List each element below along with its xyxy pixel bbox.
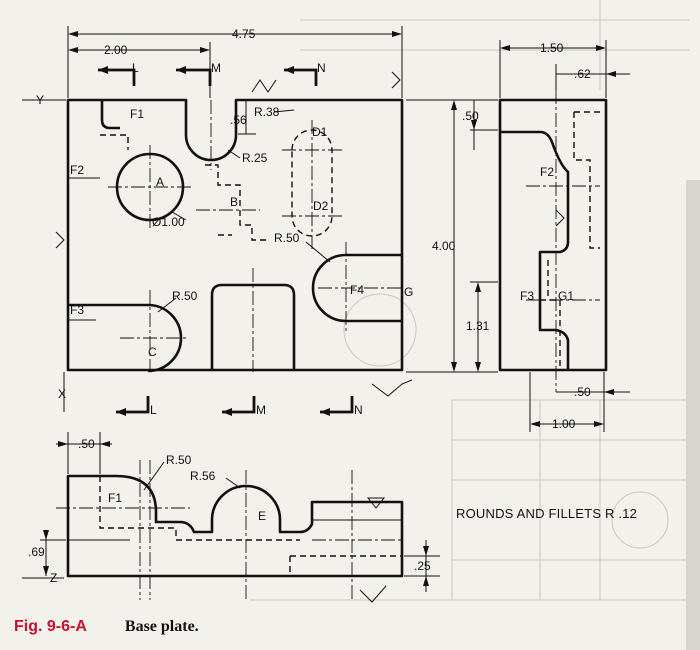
front-view [66,98,404,373]
ref-y: Y [36,93,44,107]
label-e: E [258,509,266,523]
dim-r38: R.38 [254,105,280,119]
figure-title: Base plate. [124,618,199,635]
background-bleed [250,0,690,601]
label-f3-side: F3 [520,289,534,303]
section-m-top: M [211,61,221,75]
dim-overall-width: 4.75 [232,27,256,41]
section-m-bottom: M [256,403,266,417]
dim-r50-lower: R.50 [172,289,198,303]
label-d1: D1 [312,125,328,139]
figure-caption: Fig. 9-6-A Base plate. [14,614,434,640]
dim-side-100: 1.00 [552,417,576,431]
dim-overall-height: 4.00 [432,239,456,253]
reference-lines [22,99,66,579]
rounds-fillets-note: ROUNDS AND FILLETS R .12 [456,506,638,521]
label-f4: F4 [350,283,364,297]
dim-bottom-69: .69 [28,545,45,559]
label-b: B [230,195,238,209]
dim-height-131: 1.31 [466,319,490,333]
label-a: A [156,175,164,189]
section-l-top: L [132,61,139,75]
label-d2: D2 [313,199,329,213]
section-n-top: N [317,61,326,75]
dim-side-62: .62 [574,67,591,81]
label-c: C [148,345,157,359]
height-dimensions [406,99,498,373]
figure-number: Fig. 9-6-A [14,618,87,635]
ref-z: Z [50,571,57,585]
page-edge-shadow [686,180,700,650]
dim-side-width: 1.50 [540,41,564,55]
surface-symbols [55,71,565,603]
dim-bottom-r56: R.56 [190,469,216,483]
label-f3-front: F3 [70,303,84,317]
dim-r25: R.25 [242,151,268,165]
side-view [498,40,630,432]
dim-bottom-50: .50 [78,437,95,451]
section-n-bottom: N [354,403,363,417]
bottom-view [40,432,440,600]
label-f2-front: F2 [70,163,84,177]
dim-bottom-r50: R.50 [166,453,192,467]
label-g: G [404,285,413,299]
top-dimensions [67,26,403,98]
label-g1: G1 [558,289,574,303]
dim-left-offset: 2.00 [104,43,128,57]
ref-x: X [58,387,66,401]
dim-slot-depth: .56 [230,113,247,127]
label-f2-side: F2 [540,165,554,179]
label-f1-bottom: F1 [108,491,122,505]
dim-side-50: .50 [574,385,591,399]
dim-top-50: .50 [462,109,479,123]
dim-r50-upper: R.50 [274,231,300,245]
dim-bottom-25: .25 [414,559,431,573]
section-l-bottom: L [150,403,157,417]
dim-dia-a: Ø1.00 [152,215,185,229]
section-cut-marks [98,66,354,416]
label-f1-front: F1 [130,107,144,121]
